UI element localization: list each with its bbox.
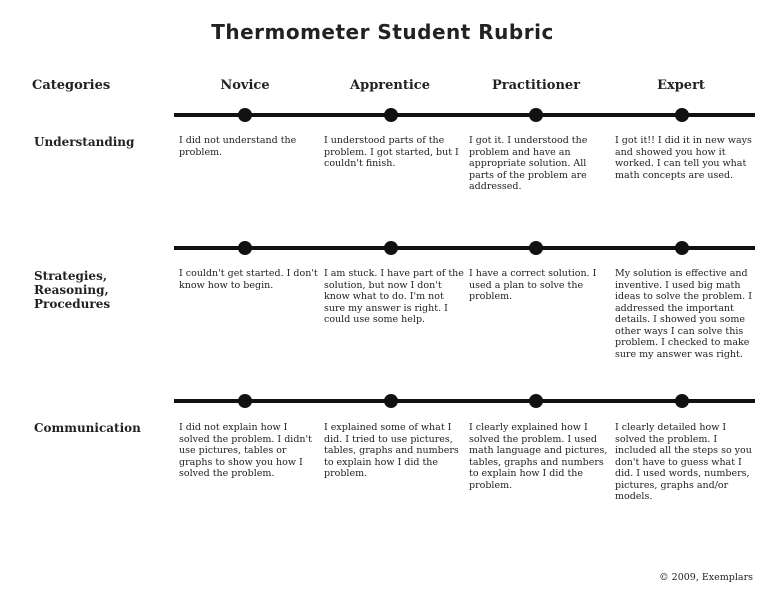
rubric-cell: I did not understand the problem.: [179, 135, 297, 158]
rubric-cell: I understood parts of the problem. I got…: [324, 135, 459, 169]
category-communication: Communication: [34, 421, 141, 435]
level-marker: [529, 241, 543, 255]
rubric-cell: I got it. I understood the problem and h…: [469, 135, 588, 192]
level-marker: [238, 394, 252, 408]
rubric-cell: I got it!! I did it in new ways and show…: [615, 135, 752, 181]
level-marker: [238, 241, 252, 255]
rubric-cell: I clearly explained how I solved the pro…: [469, 422, 608, 491]
category-understanding: Understanding: [34, 135, 135, 149]
rubric-cell: I couldn't get started. I don't know how…: [179, 268, 318, 291]
copyright-footer: © 2009, Exemplars: [659, 572, 753, 583]
level-marker: [675, 394, 689, 408]
level-marker: [529, 394, 543, 408]
category-strategies-reasoning-procedures: Strategies, Reasoning, Procedures: [34, 269, 111, 311]
level-marker: [384, 394, 398, 408]
thermometer-line: [174, 399, 755, 403]
rubric-cell: I did not explain how I solved the probl…: [179, 422, 312, 479]
page-title: Thermometer Student Rubric: [211, 20, 554, 44]
level-header-practitioner: Practitioner: [491, 78, 581, 93]
level-marker: [675, 108, 689, 122]
level-header-expert: Expert: [657, 78, 705, 93]
thermometer-line: [174, 246, 755, 250]
categories-header: Categories: [32, 78, 111, 93]
rubric-cell: I am stuck. I have part of the solution,…: [324, 268, 464, 325]
level-marker: [238, 108, 252, 122]
rubric-cell: I clearly detailed how I solved the prob…: [615, 422, 752, 502]
level-header-apprentice: Apprentice: [350, 78, 430, 93]
rubric-cell: I explained some of what I did. I tried …: [324, 422, 459, 479]
level-header-novice: Novice: [220, 78, 270, 93]
thermometer-line: [174, 113, 755, 117]
rubric-cell: My solution is effective and inventive. …: [615, 268, 752, 360]
rubric-cell: I have a correct solution. I used a plan…: [469, 268, 597, 302]
level-marker: [529, 108, 543, 122]
level-marker: [675, 241, 689, 255]
level-marker: [384, 241, 398, 255]
level-marker: [384, 108, 398, 122]
